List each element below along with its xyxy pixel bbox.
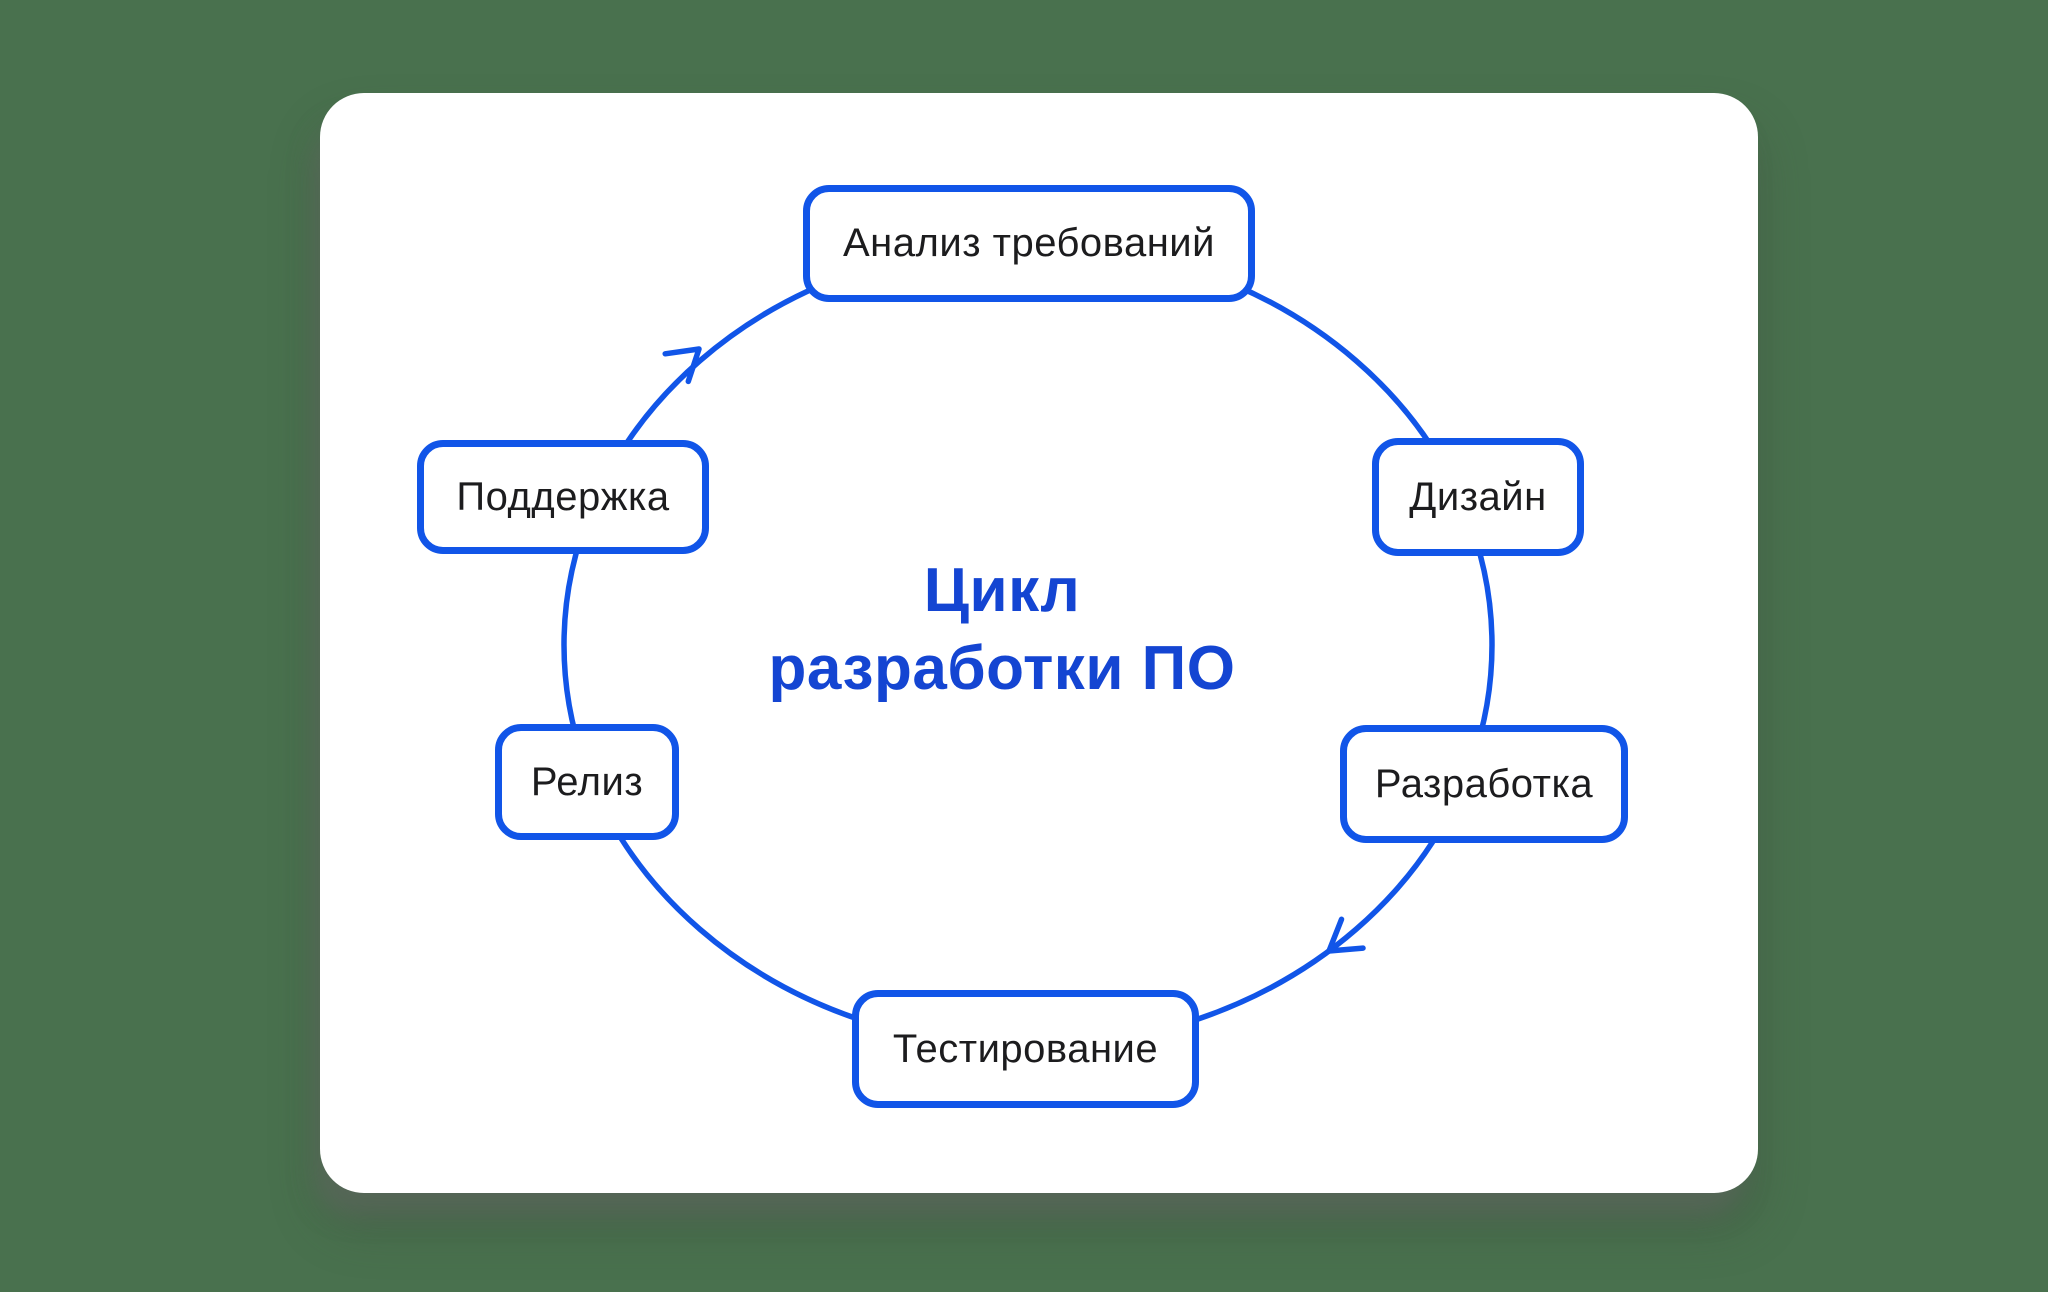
node-support: Поддержка	[417, 440, 709, 554]
node-label: Поддержка	[456, 474, 670, 519]
node-label: Анализ требований	[843, 221, 1215, 265]
node-label: Разработка	[1374, 761, 1594, 806]
node-label: Дизайн	[1409, 474, 1547, 519]
diagram-title-line-2: разработки ПО	[768, 634, 1236, 703]
diagram-title-line-1: Цикл	[923, 556, 1081, 625]
node-label: Тестирование	[892, 1026, 1159, 1071]
node-requirements-analysis: Анализ требований	[803, 185, 1255, 302]
node-release: Релиз	[495, 724, 679, 840]
node-testing: Тестирование	[852, 990, 1199, 1108]
diagram-title: Цикл разработки ПО	[602, 552, 1402, 708]
node-design: Дизайн	[1372, 438, 1584, 556]
node-label: Релиз	[530, 759, 644, 804]
node-development: Разработка	[1340, 725, 1628, 843]
